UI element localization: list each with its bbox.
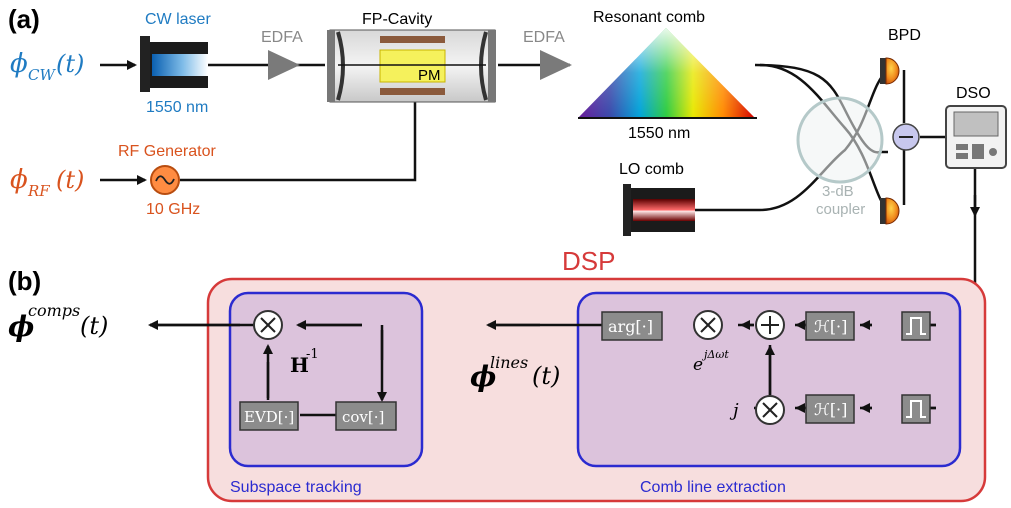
svg-text:(t): (t) — [532, 362, 560, 390]
dsp-title: DSP — [562, 246, 615, 276]
fp-cavity: FP-Cavity PM — [327, 11, 496, 103]
resonant-comb: Resonant comb 1550 nm — [578, 9, 757, 142]
dso-label: DSO — [956, 85, 991, 102]
svg-text:EVD[·]: EVD[·] — [244, 408, 294, 426]
bpd: BPD — [880, 27, 921, 225]
coupler: 3-dB coupler — [796, 96, 884, 218]
cw-laser: CW laser 1550 nm — [140, 11, 211, 116]
fp-cavity-title: FP-Cavity — [362, 11, 432, 28]
svg-text:CW: CW — [28, 66, 56, 84]
hilbert-box-bottom: ℋ[·] — [805, 394, 855, 424]
hilbert-box-top: ℋ[·] — [805, 311, 855, 341]
multiplier-h-icon — [253, 310, 283, 340]
exp-base: e — [693, 355, 703, 375]
svg-text:H: H — [290, 353, 309, 377]
svg-text:lines: lines — [490, 353, 528, 372]
arg-box: arg[·] — [601, 311, 663, 341]
exp-power: jΔωt — [701, 348, 729, 361]
panel-label-b: (b) — [8, 266, 41, 296]
j-label: j — [729, 400, 739, 421]
svg-text:(t): (t) — [56, 166, 84, 194]
svg-text:(t): (t) — [56, 50, 84, 78]
cw-laser-title: CW laser — [145, 11, 211, 28]
phi-lines-label: ϕ lines (t) — [470, 353, 560, 393]
lo-comb: LO comb — [619, 161, 695, 236]
subspace-tracking-label: Subspace tracking — [230, 479, 362, 496]
resonant-comb-wavelength: 1550 nm — [628, 125, 690, 142]
phi-cw-label: ϕ CW (t) — [10, 49, 84, 84]
sine-icon — [155, 175, 175, 185]
bandpass-filter-bottom — [901, 394, 931, 424]
svg-text:ϕ: ϕ — [8, 310, 34, 343]
svg-text:EDFA: EDFA — [523, 29, 565, 46]
coupler-line1: 3-dB — [822, 183, 854, 200]
svg-text:arg[·]: arg[·] — [608, 317, 653, 336]
multiplier-exp-icon: e jΔωt — [693, 310, 729, 375]
rf-generator-title: RF Generator — [118, 143, 216, 160]
phi-rf-label: ϕ RF (t) — [10, 165, 84, 200]
lo-comb-title: LO comb — [619, 161, 684, 178]
svg-text:(t): (t) — [80, 312, 108, 340]
adder-icon — [755, 310, 785, 340]
svg-text:ϕ: ϕ — [10, 165, 28, 195]
edfa-2: EDFA — [523, 29, 572, 80]
multiplier-j-icon: j — [729, 395, 785, 425]
svg-text:cov[·]: cov[·] — [342, 408, 384, 426]
svg-text:ℋ[·]: ℋ[·] — [814, 317, 847, 336]
comb-extraction-label: Comb line extraction — [640, 479, 786, 496]
bpd-label: BPD — [888, 27, 921, 44]
svg-text:EDFA: EDFA — [261, 29, 303, 46]
coupler-line2: coupler — [816, 201, 865, 218]
evd-box: EVD[·] — [239, 401, 299, 431]
edfa-1: EDFA — [261, 29, 303, 80]
dso: DSO — [945, 85, 1007, 169]
resonant-comb-title: Resonant comb — [593, 9, 705, 26]
pm-label: PM — [418, 67, 441, 84]
svg-text:ℋ[·]: ℋ[·] — [814, 400, 847, 419]
svg-text:ϕ: ϕ — [10, 49, 28, 79]
bandpass-filter-top — [901, 311, 931, 341]
rf-generator-freq: 10 GHz — [146, 201, 200, 218]
cw-laser-wavelength: 1550 nm — [146, 99, 208, 116]
rf-generator: RF Generator 10 GHz — [118, 143, 216, 218]
svg-text:comps: comps — [28, 301, 80, 320]
cov-box: cov[·] — [335, 401, 397, 431]
svg-text:ϕ: ϕ — [470, 360, 496, 393]
svg-text:RF: RF — [27, 182, 50, 200]
h-inverse-label: H -1 — [290, 347, 319, 377]
phi-comps-label: ϕ comps (t) — [8, 301, 108, 343]
panel-label-a: (a) — [8, 4, 40, 34]
svg-text:-1: -1 — [306, 347, 319, 362]
